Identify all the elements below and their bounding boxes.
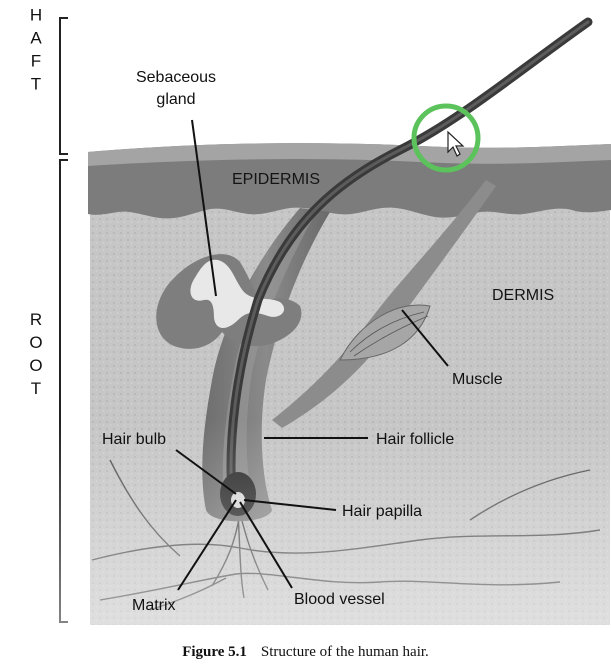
muscle-label: Muscle <box>452 371 503 388</box>
shaft-label: SHAFT <box>27 0 46 98</box>
matrix-label: Matrix <box>132 597 176 614</box>
sebaceous-gland-label-line1: Sebaceous <box>136 69 216 86</box>
shaft-bracket <box>60 18 68 154</box>
epidermis-label: EPIDERMIS <box>232 171 320 188</box>
blood-vessel-label: Blood vessel <box>294 591 385 608</box>
figure-caption-text: Structure of the human hair. <box>261 644 429 660</box>
hair-papilla-label: Hair papilla <box>342 503 422 520</box>
figure-caption: Figure 5.1 Structure of the human hair. <box>0 644 611 661</box>
skin-cross-section <box>0 22 611 672</box>
root-label: ROOT <box>27 310 46 402</box>
figure-number: Figure 5.1 <box>182 644 247 660</box>
hair-follicle-label: Hair follicle <box>376 431 454 448</box>
hair-bulb-label: Hair bulb <box>102 431 166 448</box>
dermis-label: DERMIS <box>492 287 554 304</box>
side-labels: SHAFT ROOT <box>27 0 46 402</box>
sebaceous-gland-label-line2: gland <box>156 91 195 108</box>
